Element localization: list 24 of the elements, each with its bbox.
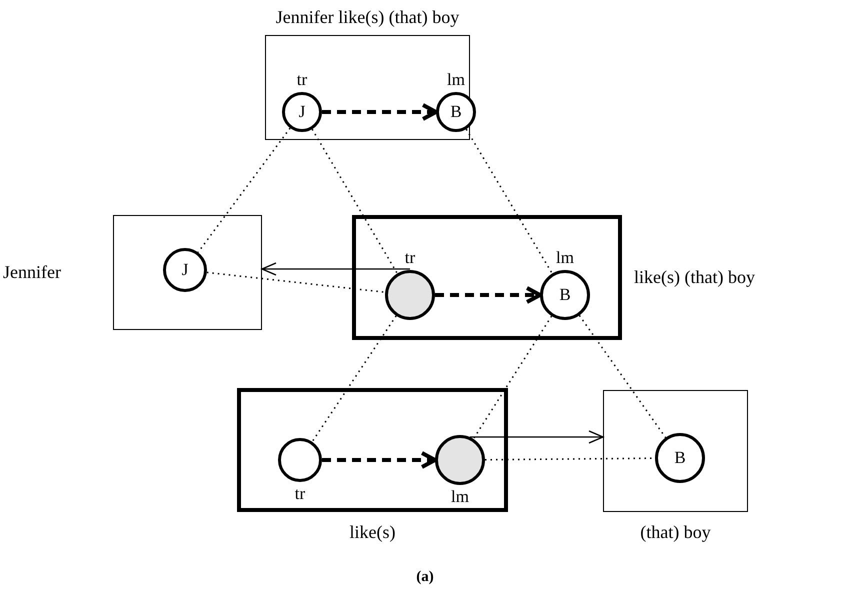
caption: (a): [415, 568, 435, 587]
dashed-arrow: [322, 103, 438, 121]
circle-label: B: [450, 101, 462, 124]
circle-label: B: [674, 447, 686, 470]
role-label: lm: [450, 487, 470, 507]
phrase-label: like(s): [350, 521, 396, 544]
role-label: lm: [446, 70, 466, 90]
dotted-line: [578, 315, 666, 438]
phrase-label: Jennifer: [3, 261, 62, 284]
dotted-line: [197, 128, 291, 253]
role-label: tr: [294, 484, 306, 504]
dashed-arrow: [322, 451, 437, 469]
phrase-label: (that) boy: [640, 521, 711, 544]
circle-label: J: [298, 101, 306, 124]
circle-label: J: [182, 259, 188, 282]
phrase-label: like(s) (that) boy: [633, 266, 756, 289]
role-label: lm: [555, 248, 575, 268]
arrow: [261, 262, 410, 276]
phrase-label: Jennifer like(s) (that) boy: [276, 6, 460, 29]
role-label: tr: [404, 248, 416, 268]
dashed-arrow: [435, 286, 542, 304]
circle-label: B: [559, 284, 571, 306]
role-label: tr: [296, 70, 308, 90]
dotted-line: [206, 272, 386, 293]
